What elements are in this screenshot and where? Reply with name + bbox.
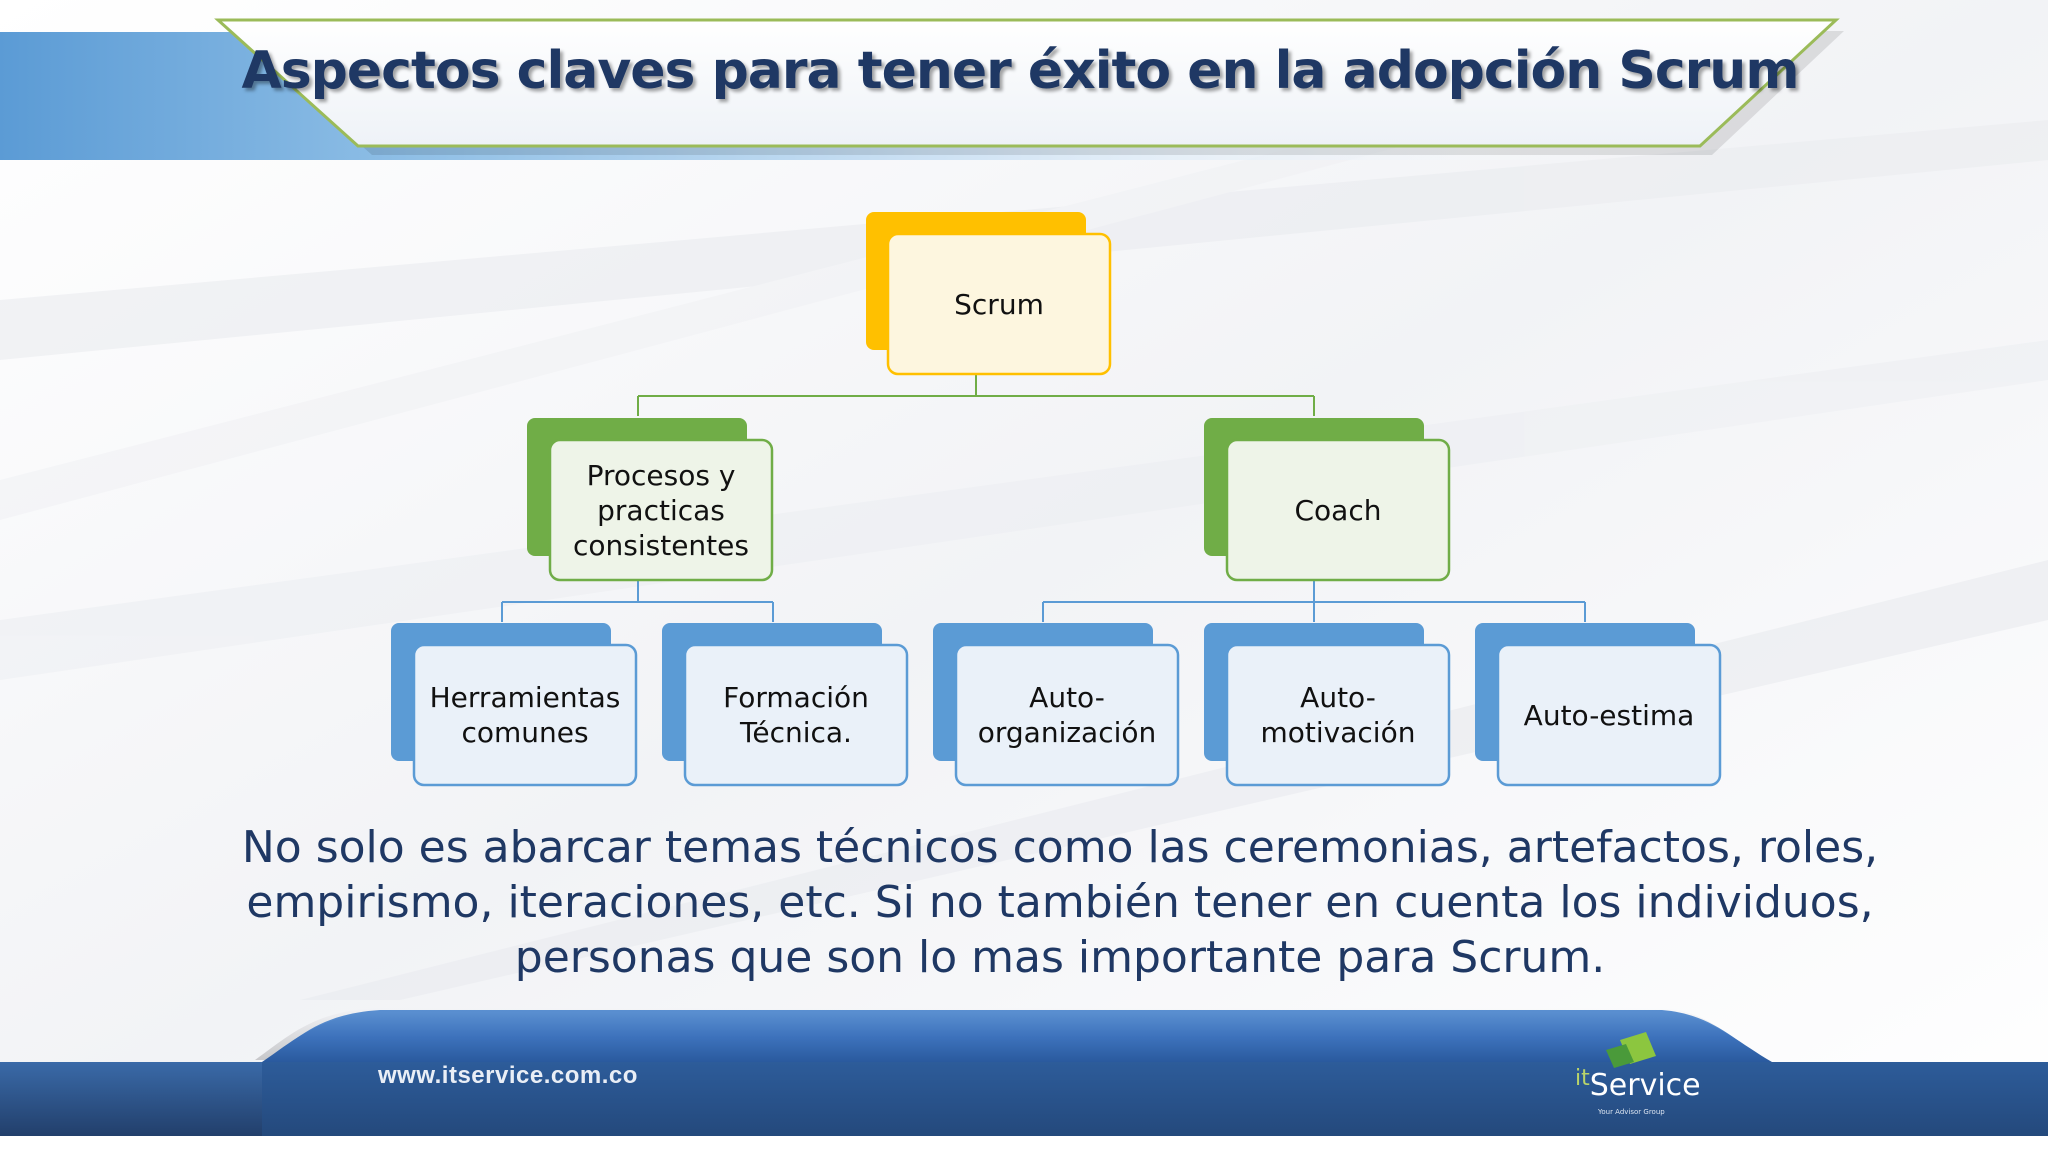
logo-prefix: it bbox=[1575, 1066, 1590, 1091]
node-label-scrum: Scrum bbox=[954, 287, 1044, 321]
node-label-auto-estima: Auto-estima bbox=[1523, 698, 1695, 732]
slide-title: Aspectos claves para tener éxito en la a… bbox=[241, 41, 1799, 101]
connector-lines bbox=[501, 374, 1586, 622]
node-auto-organizacion bbox=[933, 623, 1180, 787]
footer-website: www.itservice.com.co bbox=[378, 1062, 638, 1089]
node-coach bbox=[1204, 418, 1451, 582]
node-auto-motivacion bbox=[1204, 623, 1451, 787]
node-procesos bbox=[527, 418, 774, 582]
node-formacion bbox=[662, 623, 909, 787]
node-label-auto-organizacion: Auto-organización bbox=[977, 681, 1157, 749]
node-label-procesos: Procesos y practicas consistentes bbox=[573, 458, 749, 562]
itservice-logo-icon bbox=[1606, 1032, 1656, 1068]
body-paragraph: No solo es abarcar temas técnicos como l… bbox=[241, 822, 1879, 983]
node-scrum bbox=[866, 212, 1112, 376]
title-plate bbox=[214, 18, 1844, 155]
logo-name: Service bbox=[1589, 1068, 1701, 1103]
node-auto-estima bbox=[1475, 623, 1722, 787]
node-label-formacion: Formación Técnica. bbox=[723, 681, 869, 749]
footer-logo-tagline: Your Advisor Group bbox=[1598, 1108, 1665, 1116]
node-label-coach: Coach bbox=[1294, 493, 1382, 527]
footer-band bbox=[0, 1008, 2048, 1152]
node-label-herramientas: Herramientas comunes bbox=[429, 681, 621, 749]
node-label-auto-motivacion: Auto-motivación bbox=[1260, 681, 1416, 749]
footer-logo-wordmark: itService bbox=[1575, 1066, 1701, 1103]
node-herramientas bbox=[391, 623, 638, 787]
